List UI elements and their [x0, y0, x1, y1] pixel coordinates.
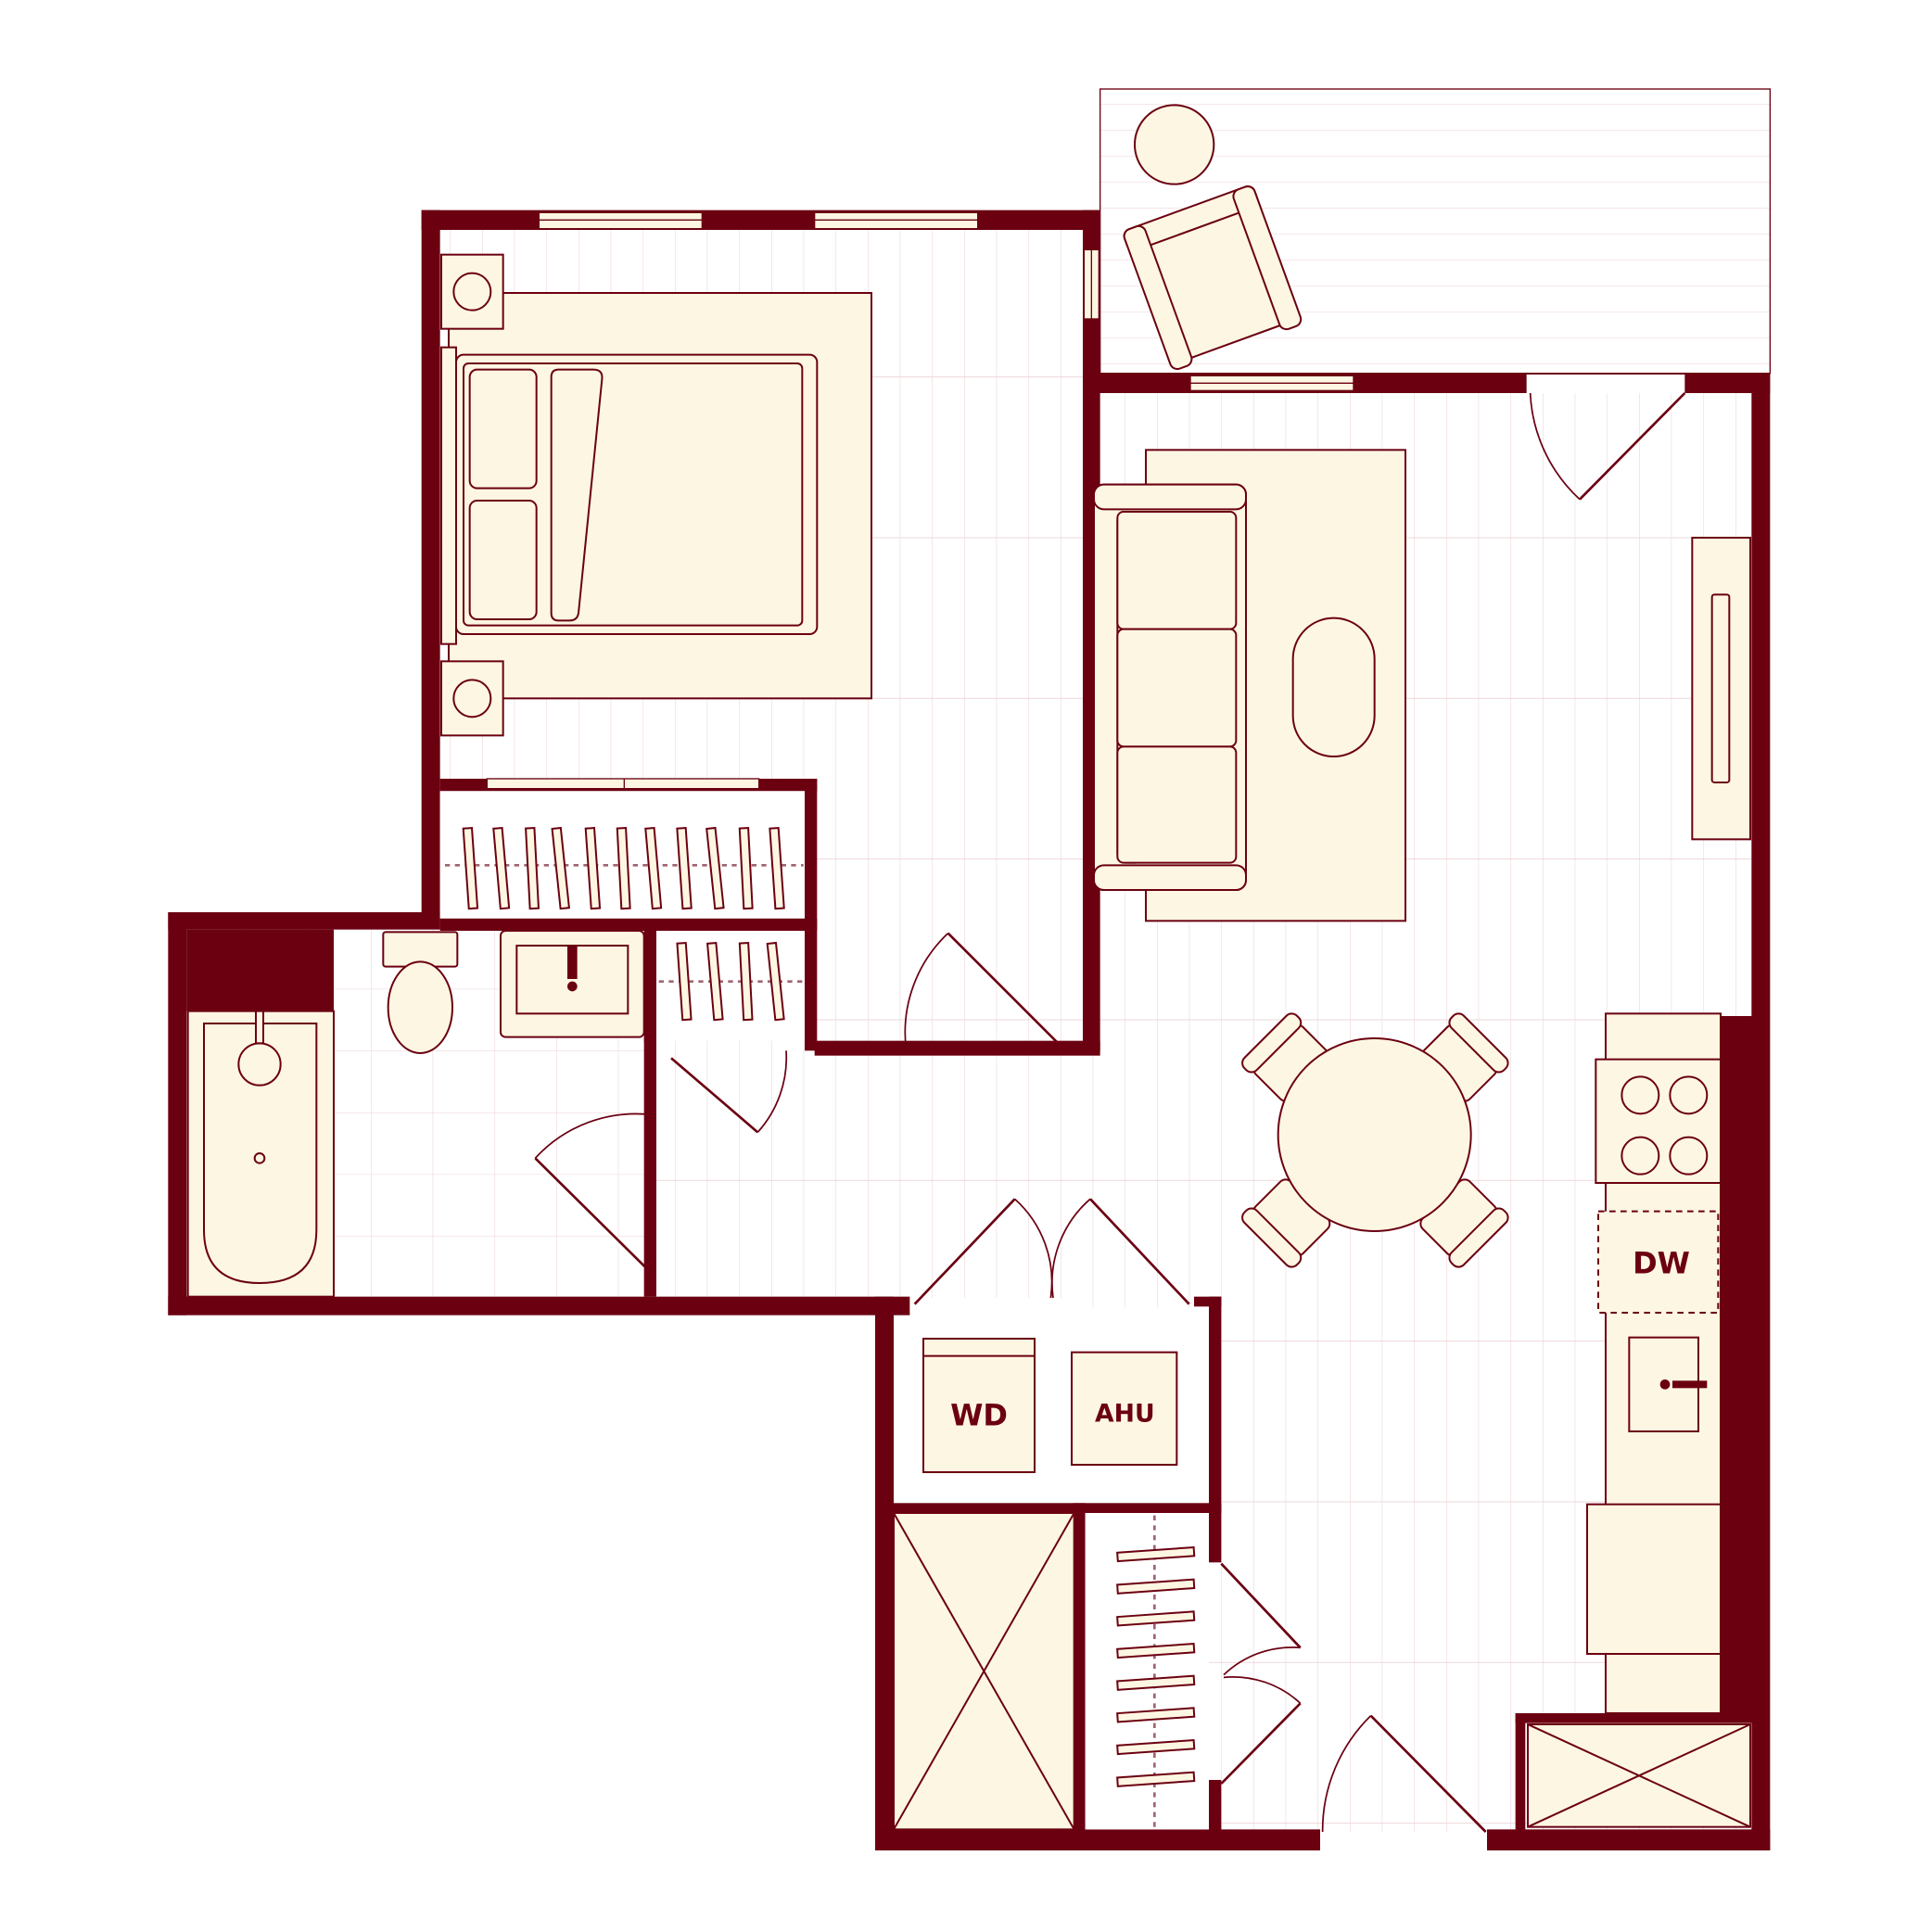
pantry [1527, 1723, 1751, 1828]
laundry [922, 1338, 1178, 1473]
sofa [1093, 483, 1247, 891]
closet-door [670, 1050, 788, 1134]
linen-hangers [676, 941, 785, 1022]
tv [1710, 593, 1731, 783]
nightstand-top [440, 253, 504, 330]
bedroom-door [904, 932, 1064, 1049]
coat-closet-doors [1220, 1562, 1302, 1785]
tub-faucet [237, 1042, 282, 1087]
vanity-faucet [567, 946, 578, 979]
bathroom-door [534, 1112, 654, 1272]
duvet [550, 368, 604, 622]
washer-dryer [922, 1338, 1036, 1473]
toilet [382, 931, 459, 1054]
dining-chair-nw [1241, 1012, 1331, 1102]
closet-hangers [462, 826, 785, 910]
burner-4 [1669, 1136, 1709, 1176]
washer-dryer-label: WD [950, 1397, 1008, 1432]
entry-door [1321, 1714, 1487, 1849]
bathtub [186, 1010, 335, 1298]
laundry-doors [913, 1198, 1190, 1305]
balcony-side-table [1133, 104, 1215, 185]
bed [440, 292, 872, 700]
dining-chair-ne [1419, 1012, 1509, 1102]
burner-3 [1621, 1136, 1660, 1176]
mattress-inner [463, 362, 804, 627]
coffee-table [1291, 616, 1376, 757]
dining-set [1241, 1012, 1509, 1268]
tv-console [1691, 537, 1751, 841]
dishwasher-label: DW [1633, 1245, 1690, 1280]
dishwasher [1596, 1210, 1720, 1314]
bathroom-vanity [499, 929, 645, 1038]
hall-floor [653, 1050, 1098, 1298]
doors [534, 375, 1686, 1849]
air-handler [1070, 1351, 1178, 1466]
closet-slider-track [486, 778, 760, 790]
air-handler-label: AHU [1095, 1399, 1155, 1428]
windows [486, 211, 1354, 790]
nightstand-bottom [440, 660, 504, 737]
coat-hangers [1116, 1545, 1196, 1787]
kitchen-sink [1628, 1336, 1708, 1432]
pillow-top [468, 368, 538, 489]
storage-closet [892, 1511, 1075, 1831]
range [1595, 1058, 1722, 1184]
kitchen [1527, 1012, 1751, 1828]
balcony-door [1526, 375, 1686, 501]
burner-2 [1669, 1075, 1709, 1115]
walls [168, 210, 1771, 1851]
balcony-armchair [1123, 185, 1303, 371]
refrigerator [1586, 1503, 1722, 1655]
fixtures [186, 104, 1751, 1831]
burner-1 [1621, 1075, 1660, 1115]
balcony-furniture [1123, 104, 1303, 371]
tub-drain [253, 1152, 266, 1164]
headboard [440, 346, 457, 645]
dining-table [1277, 1037, 1472, 1232]
pillow-bottom [468, 500, 538, 620]
